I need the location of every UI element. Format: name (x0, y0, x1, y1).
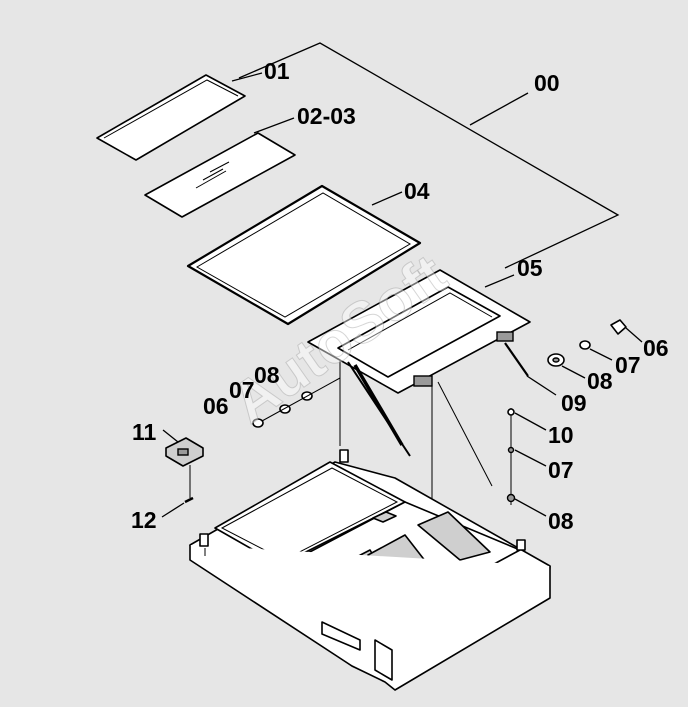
label-08-right: 08 (587, 368, 613, 394)
label-11: 11 (132, 419, 157, 445)
label-08-lower: 08 (548, 508, 574, 534)
label-06-right: 06 (643, 335, 669, 361)
base-housing (189, 449, 551, 691)
label-12: 12 (131, 507, 157, 533)
part-02-03-sheet (144, 117, 296, 218)
assembly-bracket-00 (238, 42, 620, 269)
part-01-glass-sheet (96, 72, 263, 161)
pin-stack-lower (506, 408, 547, 517)
part-11-latch (162, 429, 204, 467)
label-07-left: 07 (229, 377, 255, 403)
label-07-right: 07 (615, 352, 641, 378)
label-07-lower: 07 (548, 457, 574, 483)
label-05: 05 (517, 255, 543, 281)
label-09: 09 (561, 390, 587, 416)
right-hardware-stack (526, 319, 643, 396)
part-04-frame (186, 184, 422, 326)
label-10: 10 (548, 422, 574, 448)
part-labels: 00 01 02-03 04 05 06 07 08 09 10 07 08 0… (131, 58, 669, 534)
label-01: 01 (264, 58, 290, 84)
label-08-left: 08 (254, 362, 280, 388)
label-06-left: 06 (203, 393, 229, 419)
label-00: 00 (534, 70, 560, 96)
part-12-screw (161, 465, 194, 518)
part-05-lid (307, 269, 531, 394)
label-02-03: 02-03 (297, 103, 356, 129)
label-04: 04 (404, 178, 430, 204)
left-hardware-stack (252, 377, 341, 428)
